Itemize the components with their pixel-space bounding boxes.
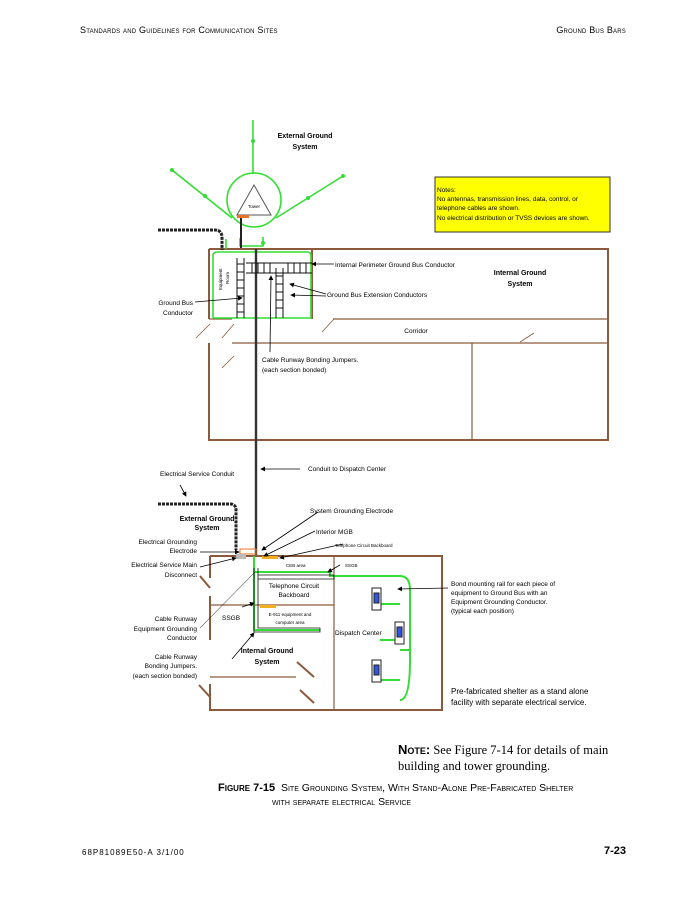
label-runway-jumpers-2: (each section bonded) <box>133 673 197 680</box>
label-external-ground: System <box>293 144 318 151</box>
figure-note: Note: See Figure 7-14 for details of mai… <box>398 742 638 774</box>
label-service-disconnect: Disconnect <box>165 572 197 579</box>
label-system-electrode: System Grounding Electrode <box>310 508 393 515</box>
label-prefab: facility with separate electrical servic… <box>451 698 587 707</box>
label-e911: computer area <box>275 620 305 625</box>
figure-caption: Figure 7-15 Site Grounding System, With … <box>218 781 573 809</box>
label-prefab: Pre-fabricated shelter as a stand alone <box>451 687 589 696</box>
service-conduit-bottom <box>158 502 238 550</box>
egc-callout-line <box>199 571 256 629</box>
label-interior-mgb: Interior MGB <box>316 529 353 536</box>
label-bond-rail: (typical each position) <box>451 608 514 615</box>
notes-text: No antennas, transmission lines, data, c… <box>437 196 579 203</box>
label-telephone-backboard-small: Telephone Circuit Backboard <box>335 543 393 548</box>
label-runway-jumpers: (each section bonded) <box>262 367 326 374</box>
note-label: Note: <box>398 742 431 757</box>
label-service-conduit: Electrical Service Conduit <box>160 471 234 478</box>
label-telephone-backboard: Backboard <box>278 592 309 599</box>
label-electrical-electrode: Electrode <box>170 548 198 555</box>
label-ssgb: SSGB <box>345 563 358 568</box>
label-external-ground: External Ground <box>278 133 333 140</box>
label-ssgb-2: SSGB <box>222 615 240 622</box>
label-service-disconnect: Electrical Service Main <box>131 562 197 569</box>
caption-line2: with separate electrical Service <box>272 796 412 808</box>
running-header-right: Ground Bus Bars <box>556 25 626 35</box>
notes-text: Notes: <box>437 187 456 194</box>
label-bond-rail: equipment to Ground Bus with an <box>451 590 548 597</box>
footer-doc-id: 68P81089E50-A 3/1/00 <box>82 848 185 857</box>
label-ground-bus-extension: Ground Bus Extension Conductors <box>327 292 428 299</box>
label-ground-bus-conductor: Conductor <box>163 310 194 317</box>
label-runway-jumpers-2: Bonding Jumpers. <box>145 663 198 670</box>
cable-runway-upper <box>236 258 312 318</box>
shelter-walls <box>198 555 443 711</box>
tower-icon <box>236 183 272 216</box>
notes-text: telephone cables are shown. <box>437 205 520 212</box>
ground-rods <box>170 139 345 245</box>
running-header-left: Standards and Guidelines for Communicati… <box>80 25 278 35</box>
service-conduit-top <box>158 228 224 250</box>
dispatch-consoles <box>371 587 405 683</box>
telephone-backboard <box>262 556 278 559</box>
label-bond-rail: Bond mounting rail for each piece of <box>451 581 555 588</box>
callout-arrows <box>179 261 449 660</box>
label-external-ground-2: External Ground <box>180 516 235 523</box>
label-runway-jumpers-2: Cable Runway <box>155 654 198 661</box>
label-runway-egc: Cable Runway <box>155 616 198 623</box>
label-ceb-area: CEB area <box>286 563 306 568</box>
label-internal-ground: Internal Ground <box>494 270 547 277</box>
note-text: See Figure 7-14 for details of main buil… <box>398 743 609 773</box>
caption-line1: Site Grounding System, With Stand-Alone … <box>280 782 574 794</box>
label-equipment-room: Room <box>225 272 230 284</box>
label-runway-jumpers: Cable Runway Bonding Jumpers. <box>262 357 359 364</box>
label-telephone-backboard: Telephone Circuit <box>269 583 319 590</box>
service-disconnect <box>236 554 246 559</box>
notes-text: No electrical distribution or TVSS devic… <box>437 215 590 222</box>
notes-box <box>434 176 611 233</box>
label-corridor: Corridor <box>404 328 428 335</box>
label-ground-bus-conductor: Ground Bus <box>158 300 193 307</box>
page-number: 7-23 <box>603 845 626 857</box>
label-runway-egc: Equipment Grounding <box>134 626 198 633</box>
label-internal-ground-2: Internal Ground <box>241 648 294 655</box>
label-e911: E-911 equipment and <box>269 612 312 617</box>
label-conduit-dispatch: Conduit to Dispatch Center <box>308 466 387 473</box>
label-dispatch-center: Dispatch Center <box>335 630 382 637</box>
tower-bus-bar <box>237 215 249 218</box>
label-electrical-electrode: Electrical Grounding <box>138 539 197 546</box>
telephone-backboard-2 <box>260 605 276 608</box>
main-building-walls <box>195 248 609 441</box>
label-internal-ground-2: System <box>255 659 280 666</box>
label-internal-perimeter: Internal Perimeter Ground Bus Conductor <box>335 262 456 269</box>
label-bond-rail: Equipment Grounding Conductor. <box>451 599 548 606</box>
label-internal-ground: System <box>508 281 533 288</box>
cable-runway-lower <box>253 568 335 633</box>
label-tower: Tower <box>248 204 261 209</box>
label-equipment-room: Equipment <box>218 268 223 290</box>
electrical-grounding-electrode <box>239 548 257 555</box>
label-external-ground-2: System <box>195 525 220 532</box>
caption-number: Figure 7-15 <box>218 782 276 794</box>
label-runway-egc: Conductor <box>167 635 198 642</box>
